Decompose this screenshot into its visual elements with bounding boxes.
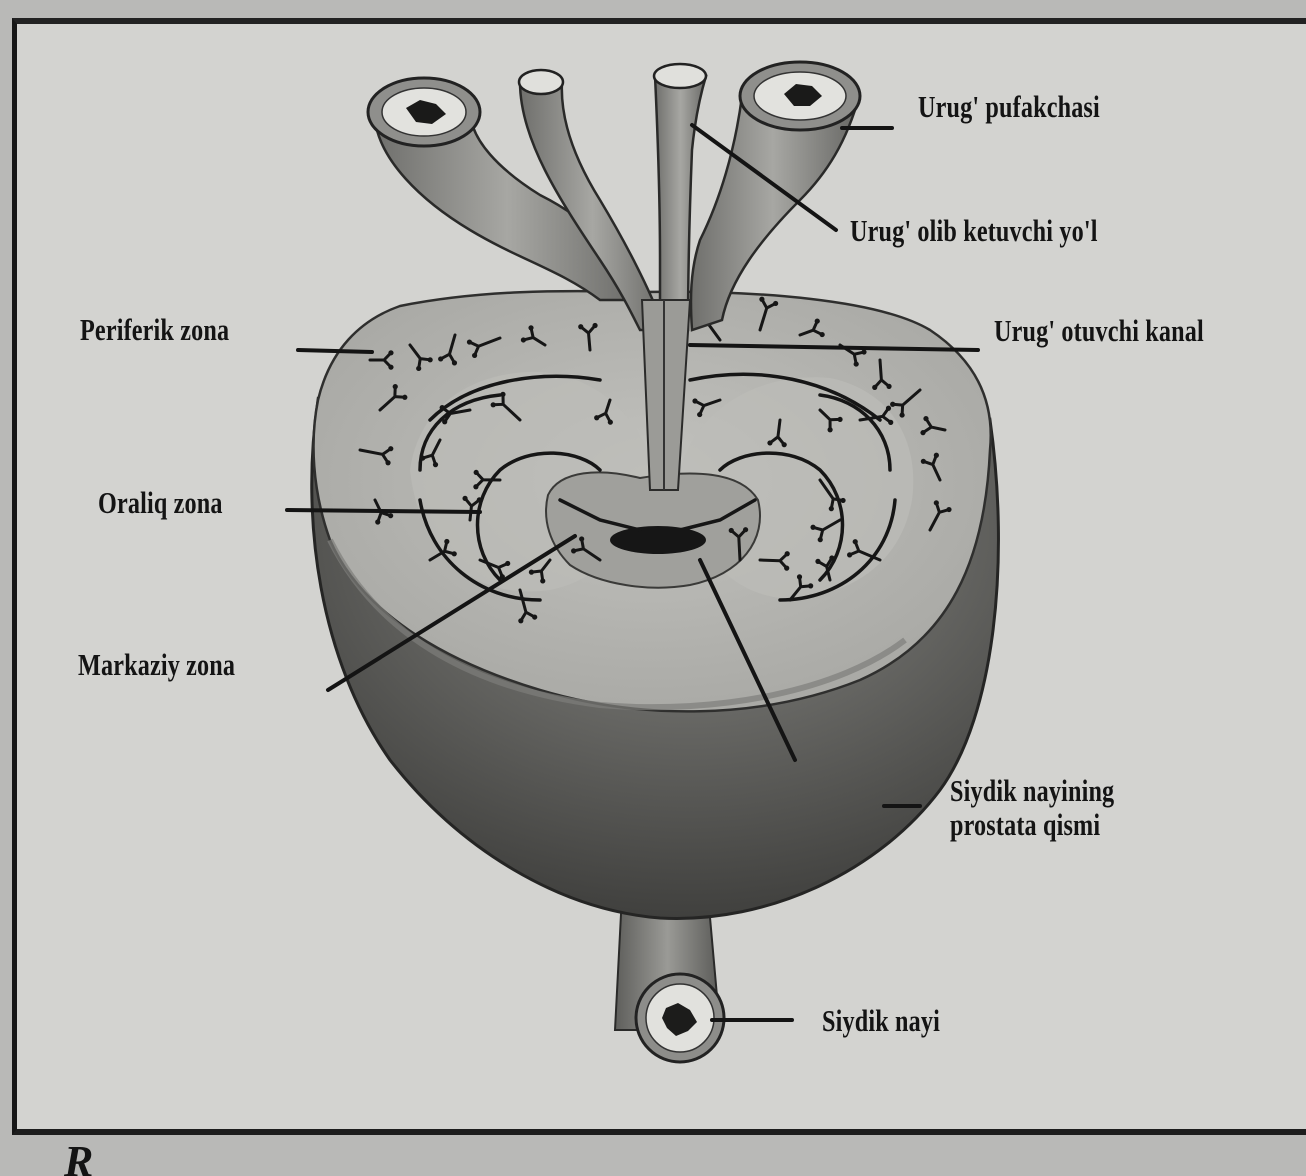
leader-transition-zone — [287, 510, 480, 512]
duct-acinus — [890, 402, 895, 407]
duct-acinus — [837, 417, 842, 422]
duct-acinus — [692, 398, 697, 403]
duct-acinus — [886, 384, 891, 389]
duct-acinus — [385, 460, 390, 465]
urethra — [615, 895, 724, 1062]
label-vas-deferens: Urug' olib ketuvchi yo'l — [850, 214, 1098, 248]
duct-acinus — [854, 361, 859, 366]
duct-acinus — [815, 559, 820, 564]
duct-acinus — [388, 446, 393, 451]
label-central-zone: Markaziy zona — [78, 648, 235, 682]
duct-acinus — [818, 537, 823, 542]
label-prostatic-urethra-line2: prostata qismi — [950, 808, 1100, 842]
duct-acinus — [920, 430, 925, 435]
label-seminal-vesicle: Urug' pufakchasi — [918, 90, 1100, 124]
duct-acinus — [452, 551, 457, 556]
duct-acinus — [946, 507, 951, 512]
duct-acinus — [934, 500, 939, 505]
duct-acinus — [442, 419, 447, 424]
duct-acinus — [462, 496, 467, 501]
duct-acinus — [416, 366, 421, 371]
duct-acinus — [528, 325, 533, 330]
duct-acinus — [759, 297, 764, 302]
duct-acinus — [579, 536, 584, 541]
duct-acinus — [872, 385, 877, 390]
duct-acinus — [829, 555, 834, 560]
duct-acinus — [518, 618, 523, 623]
duct-acinus — [697, 412, 702, 417]
duct-acinus — [452, 360, 457, 365]
duct-acinus — [847, 552, 852, 557]
duct-acinus — [827, 427, 832, 432]
duct-acinus — [886, 406, 891, 411]
duct-acinus — [899, 412, 904, 417]
duct-acinus — [500, 392, 505, 397]
duct-acinus — [440, 405, 445, 410]
duct-acinus — [729, 528, 734, 533]
duct-acinus — [921, 459, 926, 464]
duct-acinus — [594, 415, 599, 420]
leader-peripheral-zone — [298, 350, 372, 352]
duct-acinus — [784, 566, 789, 571]
duct-acinus — [388, 350, 393, 355]
duct-acinus — [820, 332, 825, 337]
duct-acinus — [505, 561, 510, 566]
duct-acinus — [785, 551, 790, 556]
duct-acinus — [393, 384, 398, 389]
duct-acinus — [467, 339, 472, 344]
duct-acinus — [743, 527, 748, 532]
duct-acinus — [420, 455, 425, 460]
duct-acinus — [444, 539, 449, 544]
duct-acinus — [810, 525, 815, 530]
label-urethra: Siydik nayi — [822, 1004, 940, 1038]
caption-fragment: R — [64, 1136, 244, 1176]
duct-acinus — [433, 462, 438, 467]
duct-acinus — [782, 442, 787, 447]
duct-acinus — [923, 416, 928, 421]
duct-acinus — [767, 440, 772, 445]
label-prostatic-urethra-line1: Siydik nayining — [950, 774, 1114, 808]
seminal-vesicle-left — [368, 78, 640, 300]
label-ejaculatory-duct: Urug' otuvchi kanal — [994, 314, 1204, 348]
duct-acinus — [773, 301, 778, 306]
duct-acinus — [532, 614, 537, 619]
seminal-vesicle-right — [691, 62, 860, 330]
duct-acinus — [477, 497, 482, 502]
duct-acinus — [521, 337, 526, 342]
duct-acinus — [402, 395, 407, 400]
duct-acinus — [861, 349, 866, 354]
duct-acinus — [438, 356, 443, 361]
duct-acinus — [474, 470, 479, 475]
duct-acinus — [797, 574, 802, 579]
duct-acinus — [529, 570, 534, 575]
duct-acinus — [934, 453, 939, 458]
label-peripheral-zone: Periferik zona — [80, 313, 229, 347]
label-transition-zone: Oraliq zona — [98, 486, 223, 520]
duct-acinus — [388, 365, 393, 370]
duct-acinus — [592, 323, 597, 328]
duct-acinus — [840, 498, 845, 503]
duct-acinus — [888, 420, 893, 425]
duct-acinus — [375, 519, 380, 524]
duct-acinus — [571, 548, 576, 553]
duct-acinus — [829, 506, 834, 511]
duct-acinus — [473, 484, 478, 489]
duct-acinus — [388, 513, 393, 518]
duct-acinus — [578, 324, 583, 329]
duct-acinus — [853, 539, 858, 544]
duct-acinus — [815, 318, 820, 323]
duct-acinus — [540, 578, 545, 583]
duct-acinus — [472, 353, 477, 358]
duct-acinus — [428, 357, 433, 362]
duct-acinus — [608, 420, 613, 425]
duct-acinus — [491, 402, 496, 407]
duct-acinus — [808, 583, 813, 588]
